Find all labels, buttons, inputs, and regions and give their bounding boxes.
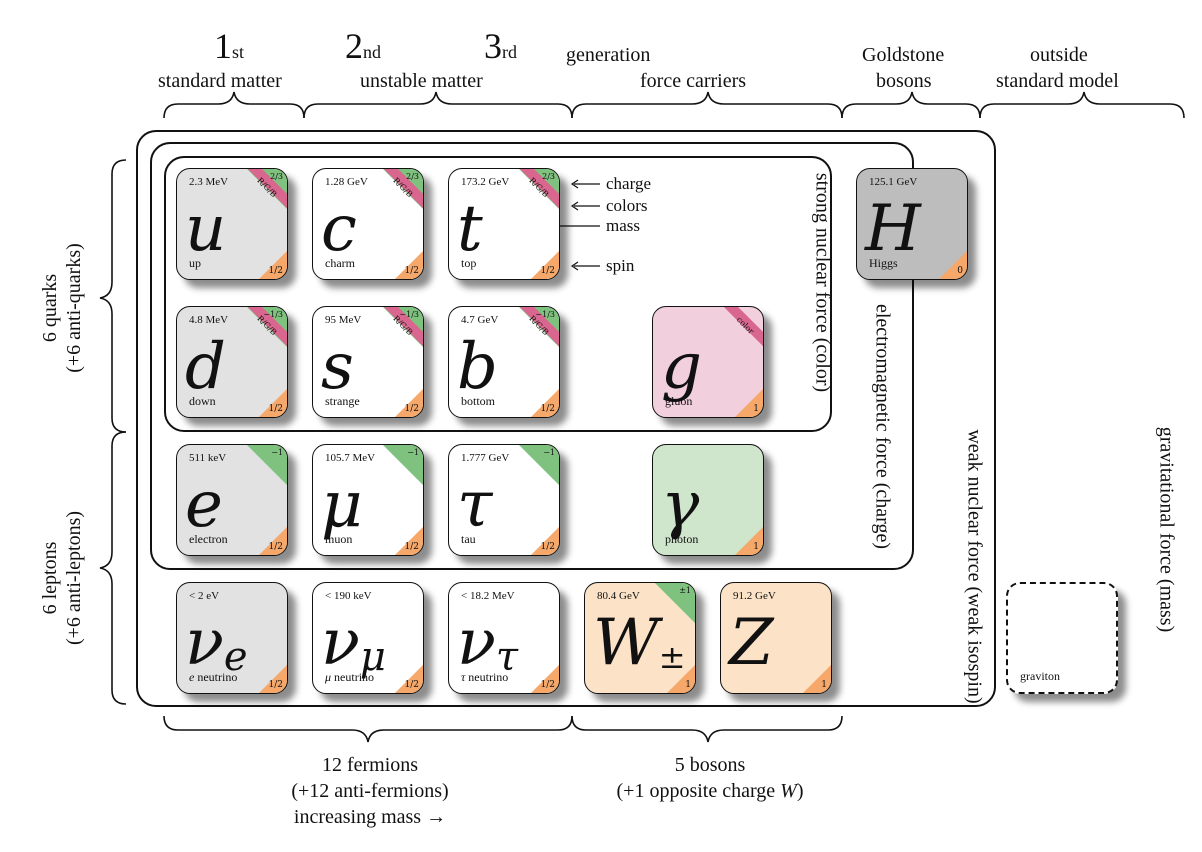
spin-corner	[259, 527, 287, 555]
particle-symbol: μ	[321, 468, 363, 542]
gravitational-force-label: gravitational force (mass)	[1155, 426, 1178, 633]
spin-corner	[531, 527, 559, 555]
brace-fermions	[163, 715, 573, 743]
brace-leptons	[99, 431, 127, 705]
particle-symbol: ντ	[457, 606, 519, 680]
spin-corner	[531, 389, 559, 417]
particle-card-charm[interactable]: R/G/B 2/3 1.28 GeV c charm 1/2	[312, 168, 424, 280]
outside-label-2: standard model	[996, 70, 1119, 92]
spin-corner	[735, 527, 763, 555]
em-force-label: electromagnetic force (charge)	[871, 303, 894, 550]
em-force-frame	[150, 142, 914, 570]
particle-symbol: s	[321, 330, 354, 404]
weak-force-frame	[136, 130, 996, 707]
particle-symbol: d	[185, 330, 226, 404]
spin-corner	[259, 389, 287, 417]
particle-symbol: νμ	[321, 606, 386, 680]
particle-card-higgs[interactable]: 125.1 GeV H Higgs 0	[856, 168, 968, 280]
legend-charge: charge	[606, 174, 651, 193]
leptons-label: 6 leptons(+6 anti-leptons)	[39, 510, 85, 646]
particle-card-muon-neutrino[interactable]: < 190 keV νμ μ neutrino 1/2	[312, 582, 424, 694]
particle-card-tau[interactable]: −1 1.777 GeV τ tau 1/2	[448, 444, 560, 556]
particle-card-muon[interactable]: −1 105.7 MeV μ muon 1/2	[312, 444, 424, 556]
particle-symbol: b	[457, 330, 498, 404]
goldstone-label-2: bosons	[876, 70, 932, 92]
spin-corner	[939, 251, 967, 279]
particle-symbol: τ	[457, 468, 493, 542]
legend-spin: spin	[606, 256, 635, 275]
particle-card-strange[interactable]: R/G/B −1/3 95 MeV s strange 1/2	[312, 306, 424, 418]
spin-corner	[735, 389, 763, 417]
brace-quarks	[99, 159, 127, 433]
outside-label-1: outside	[1030, 44, 1088, 66]
spin-corner	[395, 527, 423, 555]
spin-corner	[395, 251, 423, 279]
particle-symbol: c	[321, 192, 357, 266]
gen3-label: 3rd	[484, 26, 517, 66]
particle-card-photon[interactable]: γ photon 1	[652, 444, 764, 556]
brace-standard-matter	[163, 91, 305, 119]
particle-symbol: γ	[661, 468, 700, 542]
particle-card-gluon[interactable]: color g gluon 1	[652, 306, 764, 418]
spin-corner	[259, 251, 287, 279]
particle-card-down[interactable]: R/G/B −1/3 4.8 MeV d down 1/2	[176, 306, 288, 418]
brace-goldstone	[841, 91, 981, 119]
particle-symbol: H	[865, 192, 921, 266]
spin-corner	[531, 665, 559, 693]
spin-corner	[395, 665, 423, 693]
particle-symbol: t	[457, 192, 483, 266]
particle-card-tau-neutrino[interactable]: < 18.2 MeV ντ τ neutrino 1/2	[448, 582, 560, 694]
force-carriers-label: force carriers	[640, 70, 747, 92]
spin-corner	[395, 389, 423, 417]
brace-outside	[979, 91, 1185, 119]
particle-card-top[interactable]: R/G/B 2/3 173.2 GeV t top 1/2	[448, 168, 560, 280]
particle-card-z-boson[interactable]: 91.2 GeV Z 1	[720, 582, 832, 694]
charge-corner	[655, 583, 695, 623]
particle-card-bottom[interactable]: R/G/B −1/3 4.7 GeV b bottom 1/2	[448, 306, 560, 418]
unstable-matter-label: unstable matter	[360, 70, 483, 92]
particle-symbol: Z	[729, 606, 774, 680]
strong-force-frame	[164, 156, 832, 432]
weak-force-label: weak nuclear force (weak isospin)	[963, 429, 986, 704]
spin-corner	[803, 665, 831, 693]
goldstone-label-1: Goldstone	[862, 44, 945, 66]
particle-symbol: νe	[185, 606, 248, 680]
charge-corner	[247, 445, 287, 485]
brace-unstable-matter	[303, 91, 573, 119]
particle-card-w-boson[interactable]: ±1 80.4 GeV W± 1	[584, 582, 696, 694]
quarks-label: 6 quarks(+6 anti-quarks)	[39, 243, 85, 373]
particle-symbol: g	[661, 330, 702, 404]
gen1-label: 1st	[214, 26, 245, 66]
fermions-label: 12 fermions (+12 anti-fermions) increasi…	[291, 754, 449, 828]
gen2-label: 2nd	[345, 26, 381, 66]
brace-force-carriers	[571, 91, 843, 119]
strong-force-label: strong nuclear force (color)	[811, 172, 834, 393]
particle-card-graviton[interactable]: graviton	[1006, 582, 1118, 694]
legend-mass: mass	[606, 216, 640, 235]
particle-symbol: e	[185, 468, 223, 542]
generation-label: generation	[566, 44, 651, 66]
standard-matter-label: standard matter	[158, 70, 282, 92]
brace-bosons	[571, 715, 843, 743]
particle-card-electron-neutrino[interactable]: < 2 eV νe e neutrino 1/2	[176, 582, 288, 694]
spin-corner	[531, 251, 559, 279]
particle-card-up[interactable]: R/G/B 2/3 2.3 MeV u up 1/2	[176, 168, 288, 280]
charge-corner	[519, 445, 559, 485]
particle-card-electron[interactable]: −1 511 keV e electron 1/2	[176, 444, 288, 556]
bosons-label: 5 bosons (+1 opposite charge W)	[616, 754, 804, 802]
charge-corner	[383, 445, 423, 485]
legend-colors: colors	[606, 196, 648, 215]
spin-corner	[667, 665, 695, 693]
particle-symbol: u	[185, 192, 227, 266]
spin-corner	[259, 665, 287, 693]
